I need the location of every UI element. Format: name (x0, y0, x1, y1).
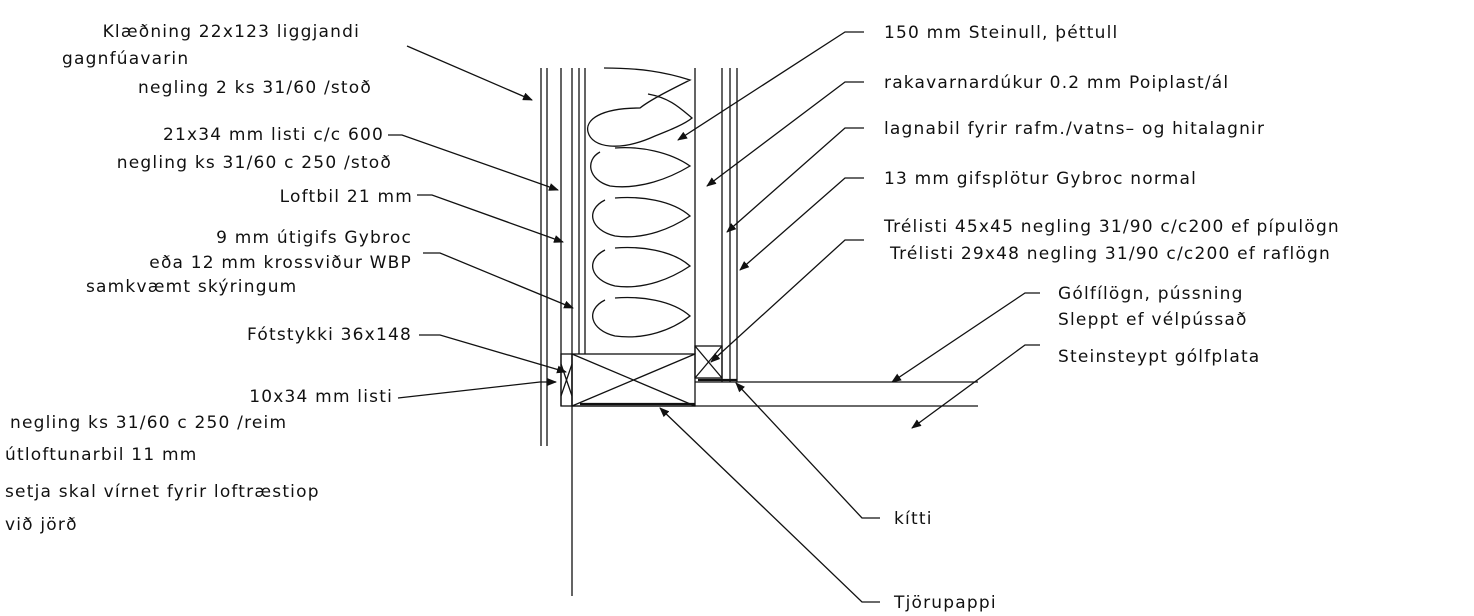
label-service-cavity: lagnabil fyrir rafm./vatns– og hitalagni… (884, 119, 1265, 139)
label-batten-nailing: negling ks 31/60 c 250 /stoð (117, 153, 392, 173)
wall-structure (540, 67, 978, 596)
leaders-left (388, 45, 574, 399)
label-tar-paper: Tjörupappi (893, 593, 997, 613)
label-screed-note: Sleppt ef vélpússað (1058, 310, 1248, 330)
label-ground: við jörð (5, 515, 78, 535)
labels-right: 150 mm Steinull, þéttull rakavarnardúkur… (883, 23, 1340, 613)
label-plywood: eða 12 mm krossviður WBP (149, 253, 412, 273)
bottom-plate-cross-2 (571, 353, 696, 407)
labels-left: Klæðning 22x123 liggjandi gagnfúavarin n… (5, 22, 413, 535)
label-vent-gap: útloftunarbil 11 mm (5, 445, 197, 465)
label-slab: Steinsteypt gólfplata (1058, 347, 1260, 367)
label-vapour-barrier: rakavarnardúkur 0.2 mm Poiplast/ál (884, 73, 1229, 93)
label-screed: Gólfílögn, pússning (1058, 284, 1244, 304)
label-bottom-batten-nailing: negling ks 31/60 c 250 /reim (10, 413, 287, 433)
bottom-batten-cross-2 (560, 363, 573, 397)
label-cladding: Klæðning 22x123 liggjandi (103, 22, 360, 42)
label-bottom-plate: Fótstykki 36x148 (247, 325, 412, 345)
leaders-right (659, 31, 1040, 603)
bottom-batten (560, 353, 573, 407)
label-trim-29: Trélisti 29x48 negling 31/90 c/c200 ef r… (889, 244, 1331, 264)
label-bottom-batten: 10x34 mm listi (249, 387, 393, 407)
label-sealant: kítti (894, 509, 933, 529)
label-per-notes: samkvæmt skýringum (86, 277, 297, 297)
label-mesh: setja skal vírnet fyrir loftræstiop (5, 482, 320, 502)
label-cladding-nailing: negling 2 ks 31/60 /stoð (138, 78, 372, 98)
label-insulation: 150 mm Steinull, þéttull (884, 23, 1118, 43)
label-gypsum-board: 13 mm gifsplötur Gybroc normal (884, 169, 1197, 189)
label-air-gap: Loftbil 21 mm (280, 187, 413, 207)
trim-batten (694, 345, 723, 379)
label-batten: 21x34 mm listi c/c 600 (163, 125, 384, 145)
label-sheathing: 9 mm útigifs Gybroc (216, 228, 412, 248)
insulation-pattern (587, 67, 694, 338)
trim-cross-2 (694, 345, 723, 379)
label-trim-45: Trélisti 45x45 negling 31/90 c/c200 ef p… (883, 217, 1340, 237)
label-cladding-treatment: gagnfúavarin (62, 49, 189, 69)
